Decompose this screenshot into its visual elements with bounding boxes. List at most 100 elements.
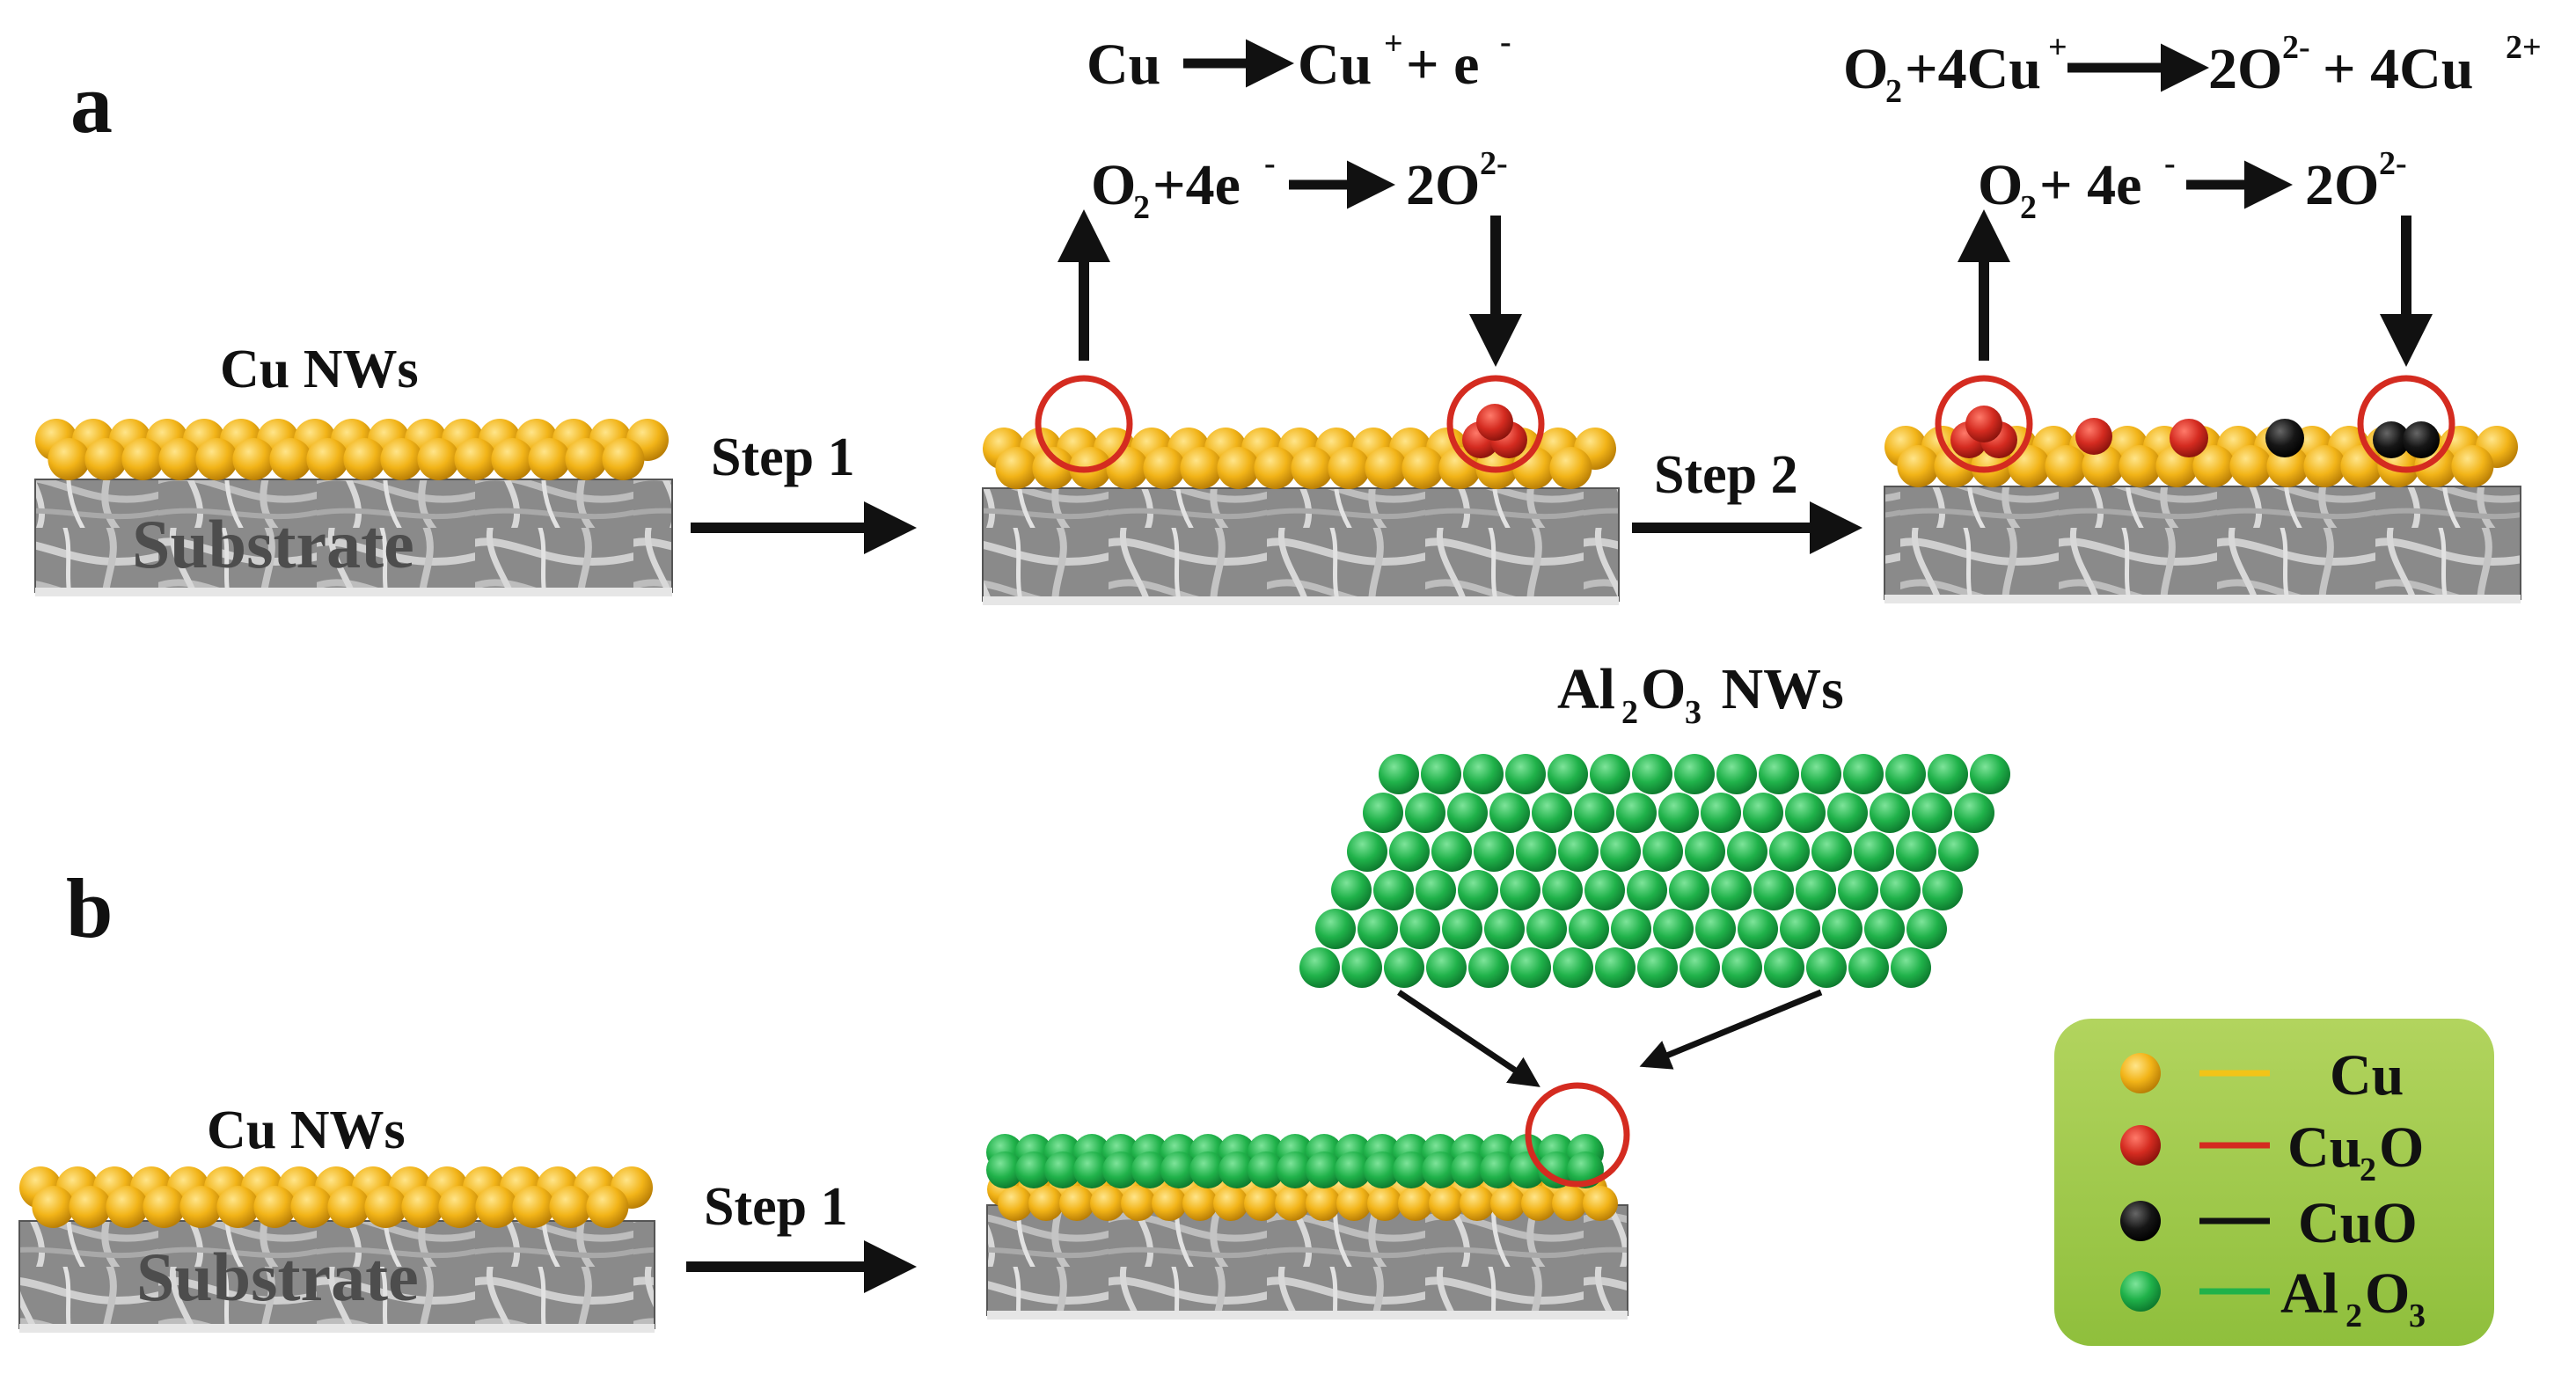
al2o3-nanowire-particle xyxy=(1822,909,1862,949)
cu-nanowire-particle xyxy=(1490,1186,1526,1221)
al2o3-nanowire-particle xyxy=(1616,793,1657,833)
al2o3-nanowire-particle xyxy=(1801,754,1841,794)
al2o3-nanowire-particle xyxy=(1680,947,1720,988)
al2o3-coating-particle xyxy=(1538,1151,1575,1188)
cu-nanowire-particle xyxy=(195,438,238,480)
al2o3-nanowire-particle xyxy=(1505,754,1546,794)
cu-nanowire-particle xyxy=(1438,447,1482,489)
al2o3-nanowire-particle xyxy=(1785,793,1826,833)
cu-nanowire-particle xyxy=(417,438,460,480)
cu-nanowire-particle xyxy=(290,1186,333,1228)
cu-nanowire-particle xyxy=(1460,1186,1495,1221)
al2o3-nanowire-particle xyxy=(1584,870,1625,910)
cu-nanowire-particle xyxy=(2119,445,2162,487)
al2o3-nanowire-particle xyxy=(1780,909,1820,949)
cu-nanowire-particle xyxy=(106,1186,149,1228)
substrate-block-a1 xyxy=(34,479,673,596)
al2o3-nanowire-particle xyxy=(1716,754,1757,794)
al2o3-coating-particle xyxy=(1335,1151,1372,1188)
al2o3-nanowire-particle xyxy=(1896,831,1936,872)
eq3-p2: +4Cu xyxy=(1905,37,2041,101)
cu-nanowire-particle xyxy=(2045,445,2088,487)
cu-nanowire-particle xyxy=(1180,447,1223,489)
al2o3-nanowire-particle xyxy=(1468,947,1509,988)
legend-label-cu2o: Cu xyxy=(2287,1115,2361,1180)
al2o3-nanowire-particle xyxy=(1880,870,1921,910)
al2o3-nanowire-particle xyxy=(1653,909,1694,949)
eq4-left-rest: + 4e xyxy=(2039,153,2141,217)
al2o3-coating-particle xyxy=(1248,1151,1284,1188)
al2o3-nanowire-particle xyxy=(1711,870,1752,910)
cu-nanowire-particle xyxy=(158,438,201,480)
cu-nanowire-particle xyxy=(1367,1186,1402,1221)
cu-nanowire-particle xyxy=(1254,447,1297,489)
cu-nanowire-particle xyxy=(1552,1186,1587,1221)
highlight-circle-a2-left xyxy=(1035,375,1133,473)
eq1-extra-sup: - xyxy=(1500,24,1511,61)
al2o3-coating-particle xyxy=(1364,1151,1401,1188)
cu-nanowire-particle xyxy=(1336,1186,1372,1221)
legend-label-cu2o-rest: O xyxy=(2379,1115,2424,1180)
al2o3-nanowire-particle xyxy=(1658,793,1699,833)
cu-nanowire-particle xyxy=(121,438,165,480)
cu-nanowire-particle xyxy=(69,1186,112,1228)
highlight-circle-a3-left xyxy=(1935,375,2033,473)
al2o3-nanowire-particle xyxy=(1574,793,1614,833)
cu-nanowire-particle xyxy=(1028,1186,1064,1221)
al2o3-nanowire-particle xyxy=(1299,947,1340,988)
cu-nanowire-particle xyxy=(1106,447,1149,489)
eq3-p1-sub: 2 xyxy=(1885,73,1902,110)
al2o3-nanowire-particle xyxy=(1954,793,1994,833)
legend-item-cu: Cu xyxy=(2120,1043,2404,1108)
legend-box xyxy=(2054,1019,2494,1346)
al2o3-coating-particle xyxy=(1277,1151,1314,1188)
cu-nanowire-particle xyxy=(1032,447,1075,489)
eq3-r1: 2O xyxy=(2208,37,2282,101)
al2o3-coating-particle xyxy=(1160,1151,1197,1188)
eq3-r2: + 4Cu xyxy=(2323,37,2473,101)
al2o3-nws-label: Al 2 O 3 NWs xyxy=(1557,657,1844,731)
cu-nanowire-particle xyxy=(1291,447,1334,489)
cu-nanowire-particle xyxy=(232,438,275,480)
al2o3-nanowire-particle xyxy=(1854,831,1894,872)
al2o3-nanowire-particle xyxy=(1938,831,1979,872)
al2o3-nanowire-particle xyxy=(1363,793,1403,833)
cu-nanowire-layer-a1 xyxy=(35,419,669,480)
cu-nanowire-particle xyxy=(1275,1186,1310,1221)
cu2o-particle xyxy=(1965,406,2002,442)
al2o3-coating-particle xyxy=(1102,1151,1139,1188)
al2o3-nanowire-particle xyxy=(1722,947,1762,988)
legend-swatch-cu2o xyxy=(2120,1125,2161,1166)
al2o3-nanowire-particle xyxy=(1431,831,1472,872)
cu-nanowire-particle xyxy=(2229,445,2272,487)
al2o3-coating-particle xyxy=(1131,1151,1168,1188)
cu2o-particles-a2 xyxy=(1462,404,1527,458)
al2o3-coating-particle xyxy=(1044,1151,1081,1188)
al2o3-coating-particle xyxy=(1189,1151,1226,1188)
cu-nanowire-particle xyxy=(528,438,571,480)
al2o3-nanowire-particle xyxy=(1864,909,1905,949)
cu-nanowire-particle xyxy=(401,1186,444,1228)
al2o3-nanowire-particle xyxy=(1511,947,1551,988)
eq2-right: 2O xyxy=(1406,153,1480,217)
cuo-particle xyxy=(2265,419,2304,457)
al2o3-nanowire-particle xyxy=(1442,909,1482,949)
cu-nanowire-particle xyxy=(1152,1186,1187,1221)
al2o3-nanowire-particle xyxy=(1738,909,1778,949)
eq4-left: O xyxy=(1978,153,2023,217)
cu-nanowire-particle xyxy=(602,438,645,480)
cu-nanowire-particle xyxy=(475,1186,518,1228)
al2o3-nanowire-particle xyxy=(1558,831,1599,872)
al2o3-label-base: Al xyxy=(1557,657,1615,721)
al2o3-nanowire-particle xyxy=(1627,870,1667,910)
cu-nanowire-particle xyxy=(306,438,349,480)
al2o3-coating-particle xyxy=(1480,1151,1517,1188)
cu-nanowire-particle xyxy=(2340,445,2383,487)
substrate-label-a1: Substrate xyxy=(132,506,414,582)
cu-nanowire-particle xyxy=(2008,445,2051,487)
al2o3-nanowire-particle xyxy=(1500,870,1540,910)
al2o3-nanowire-particle xyxy=(1769,831,1810,872)
cu-nanowire-particle xyxy=(343,438,386,480)
al2o3-coating-particle xyxy=(1451,1151,1488,1188)
arrow-sheet-right xyxy=(1639,989,1823,1070)
